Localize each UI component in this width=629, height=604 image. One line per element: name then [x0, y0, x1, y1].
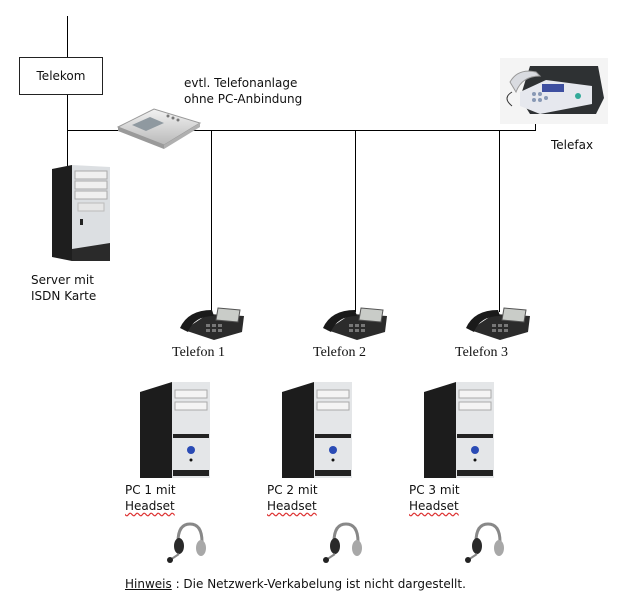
- desk-phone-icon: [323, 307, 387, 340]
- pc-label-1-line2: Headset: [125, 499, 175, 513]
- phone-label-2: Telefon 2: [313, 345, 367, 360]
- pc-label-1-line1: PC 1 mit: [125, 483, 176, 497]
- pbx-label: evtl. Telefonanlage ohne PC-Anbindung: [184, 75, 302, 107]
- pc-label-3: PC 3 mit Headset: [409, 482, 460, 514]
- pc-label-1: PC 1 mit Headset: [125, 482, 176, 514]
- footnote-prefix: Hinweis: [125, 577, 172, 591]
- server-label-line1: Server mit: [31, 273, 94, 287]
- desk-phone-icon: [466, 307, 530, 340]
- headset-icon: [465, 522, 504, 563]
- server-label-line2: ISDN Karte: [31, 289, 97, 303]
- headset-icon: [167, 522, 206, 563]
- pc-label-3-line1: PC 3 mit: [409, 483, 460, 497]
- fax-machine-icon: [500, 58, 608, 124]
- pc-label-2-line1: PC 2 mit: [267, 483, 318, 497]
- phone-label-1: Telefon 1: [172, 345, 226, 360]
- footnote: Hinweis : Die Netzwerk-Verkabelung ist n…: [125, 576, 466, 592]
- server-label: Server mit ISDN Karte: [31, 272, 96, 304]
- desk-phone-icon: [180, 307, 244, 340]
- pbx-label-line1: evtl. Telefonanlage: [184, 76, 298, 90]
- phone-label-3: Telefon 3: [455, 345, 509, 360]
- pc-tower-icon: [424, 382, 494, 478]
- headset-icon: [323, 522, 362, 563]
- pc-tower-icon: [140, 382, 210, 478]
- pc-label-2-line2: Headset: [267, 499, 317, 513]
- pc-label-2: PC 2 mit Headset: [267, 482, 318, 514]
- pc-tower-icon: [282, 382, 352, 478]
- fax-label: Telefax: [551, 138, 594, 152]
- telekom-label: Telekom: [36, 69, 86, 83]
- pbx-label-line2: ohne PC-Anbindung: [184, 92, 303, 106]
- pbx-device-icon: [116, 108, 202, 149]
- footnote-text: : Die Netzwerk-Verkabelung ist nicht dar…: [171, 577, 466, 591]
- telekom-box: Telekom: [19, 57, 103, 95]
- server-tower-icon: [52, 165, 110, 261]
- pc-label-3-line2: Headset: [409, 499, 459, 513]
